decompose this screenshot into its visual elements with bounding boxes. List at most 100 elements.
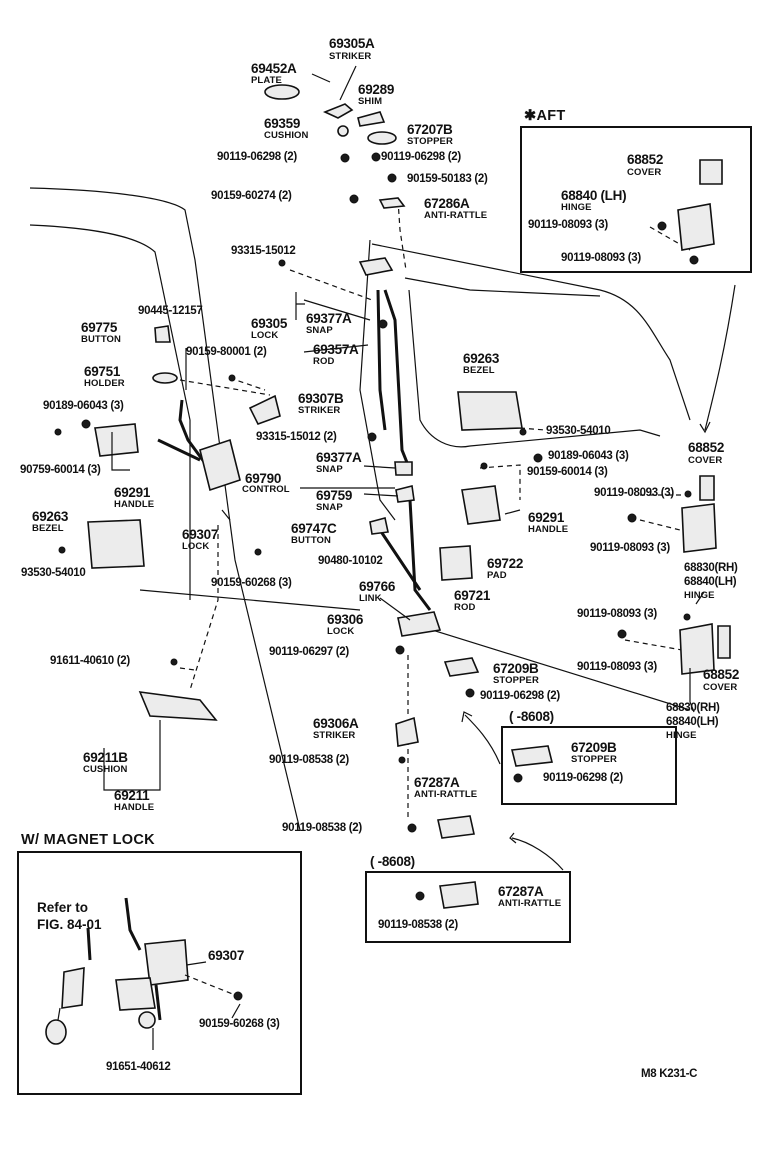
part-name: COVER	[688, 455, 723, 466]
part-number: 69305	[251, 316, 288, 331]
bolt-number: 91651-40612	[106, 1061, 171, 1073]
part-number: 69721	[454, 588, 491, 603]
part-name: ROD	[454, 602, 476, 613]
bolt-number: 90119-08093 (3)	[577, 661, 657, 673]
part-number: 69263	[463, 351, 500, 366]
part-number: 69766	[359, 579, 396, 594]
part-number: 69291	[528, 510, 565, 525]
part-name: LOCK	[182, 541, 210, 552]
bolt-number: 93530-54010	[21, 567, 86, 579]
bolt-number: 90119-06298 (2)	[480, 690, 560, 702]
bolt-number: 90480-10102	[318, 555, 383, 567]
bolt-number: 90159-60268 (3)	[211, 577, 292, 589]
part-name: HANDLE	[114, 802, 155, 813]
part-name: STRIKER	[313, 730, 356, 741]
part-name: HANDLE	[114, 499, 155, 510]
part-name: SHIM	[358, 96, 383, 107]
bolt-number: 90445-12157	[138, 305, 203, 317]
part-number: 67287A	[414, 775, 460, 790]
part-number: 69790	[245, 471, 282, 486]
part-name: SNAP	[316, 464, 343, 475]
part-name: ANTI-RATTLE	[414, 789, 478, 800]
part-name: CUSHION	[83, 764, 128, 775]
part-number: 69307	[208, 948, 245, 963]
part-name: ANTI-RATTLE	[424, 210, 488, 221]
bolt-number: 90119-08093 (3)	[590, 542, 670, 554]
bolt-number: 93530-54010	[546, 425, 611, 437]
bolt-number: 90119-08538 (2)	[269, 754, 349, 766]
part-name: BEZEL	[463, 365, 495, 376]
bolt-number: 90119-06298 (2)	[217, 151, 297, 163]
bolt-number: 90119-06298 (2)	[543, 772, 623, 784]
part-number: 69211B	[83, 750, 128, 765]
part-name: COVER	[703, 682, 738, 693]
magnet-lock-drawing	[45, 897, 243, 1045]
bolt-number: 90159-80001 (2)	[186, 346, 267, 358]
callout-arrows	[461, 284, 736, 871]
part-name: BUTTON	[81, 334, 122, 345]
refer-text: Refer to	[37, 900, 89, 915]
part-name: ROD	[313, 356, 335, 367]
part-name: STOPPER	[493, 675, 539, 686]
part-name: HANDLE	[528, 524, 569, 535]
part-name: STOPPER	[407, 136, 453, 147]
part-name: PAD	[487, 570, 507, 581]
hinge-number: 68840(LH)	[666, 716, 719, 728]
hinge-number: 68840(LH)	[684, 576, 737, 588]
date-range: ( -8608)	[509, 709, 554, 724]
part-shapes	[54, 84, 731, 909]
antirattle-detail-box	[365, 871, 571, 943]
part-number: 69357A	[313, 342, 359, 357]
part-number: 68840 (LH)	[561, 188, 627, 203]
part-number: 69359	[264, 116, 301, 131]
part-name: LINK	[359, 593, 382, 604]
bolt-number: 90119-08538 (2)	[282, 822, 362, 834]
aft-detail-box	[520, 126, 752, 273]
part-number: 67209B	[571, 740, 617, 755]
part-name: SNAP	[316, 502, 343, 513]
part-name: LOCK	[327, 626, 355, 637]
part-number: 69306	[327, 612, 364, 627]
hinge-number: 68830(RH)	[684, 562, 738, 574]
part-number: 68852	[627, 152, 664, 167]
part-name: SNAP	[306, 325, 333, 336]
part-number: 69211	[114, 788, 150, 803]
part-number: 69289	[358, 82, 395, 97]
leader-lines	[103, 65, 705, 1050]
part-number: 67209B	[493, 661, 539, 676]
bolt-number: 90119-06297 (2)	[269, 646, 349, 658]
bolt-number: 90159-60014 (3)	[527, 466, 608, 478]
part-name: BUTTON	[291, 535, 332, 546]
magnet-lock-box	[17, 851, 302, 1095]
bolt-number: 90159-50183 (2)	[407, 173, 488, 185]
door-outline	[29, 187, 691, 831]
part-number: 69759	[316, 488, 353, 503]
bolt-number: 90119-08093 (3)	[577, 608, 657, 620]
part-name: HOLDER	[84, 378, 125, 389]
bolt-number: 90119-08538 (2)	[378, 919, 458, 931]
bolt-number: 90119-08093 (3)	[594, 487, 674, 499]
part-number: 69722	[487, 556, 524, 571]
bolt-number: 91611-40610 (2)	[50, 655, 130, 667]
part-name: HINGE	[561, 202, 592, 213]
part-name: BEZEL	[32, 523, 64, 534]
part-number: 67287A	[498, 884, 544, 899]
part-name: HINGE	[666, 730, 697, 741]
rods	[157, 289, 432, 611]
bolt-number: 90119-08093 (3)	[561, 252, 641, 264]
part-number: 69377A	[316, 450, 362, 465]
part-number: 68852	[703, 667, 740, 682]
bolt-number: 90119-06298 (2)	[381, 151, 461, 163]
bolt-number: 90119-08093 (3)	[528, 219, 608, 231]
part-number: 69307B	[298, 391, 344, 406]
part-name: ANTI-RATTLE	[498, 898, 562, 909]
bolt-number: 90159-60268 (3)	[199, 1018, 280, 1030]
date-range: ( -8608)	[370, 854, 415, 869]
part-number: 69452A	[251, 61, 297, 76]
part-name: STOPPER	[571, 754, 617, 765]
part-number: 69377A	[306, 311, 352, 326]
part-number: 67207B	[407, 122, 453, 137]
bolt-number: 93315-15012 (2)	[256, 431, 337, 443]
part-number: 69306A	[313, 716, 359, 731]
